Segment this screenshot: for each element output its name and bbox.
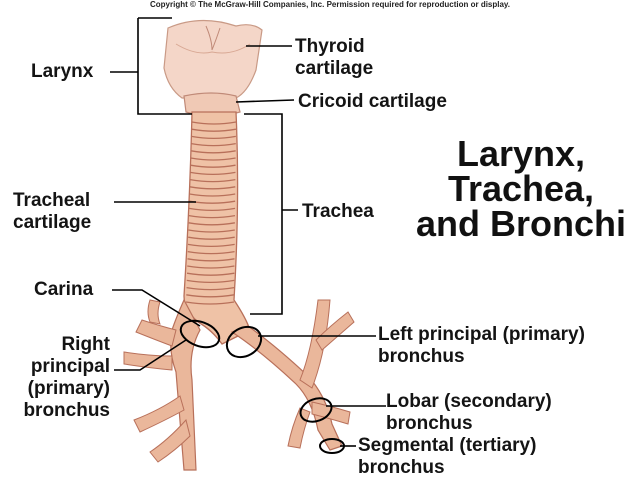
- right-apical-branch: [147, 299, 161, 325]
- trachea-bracket: [244, 113, 298, 315]
- label-left-principal-bronchus: Left principal (primary) bronchus: [378, 324, 585, 368]
- label-right-principal-bronchus: Right principal (primary) bronchus: [0, 334, 110, 422]
- tracheal-ring: [186, 286, 235, 291]
- tracheal-ring: [185, 301, 235, 305]
- tracheal-ring: [190, 171, 236, 176]
- cricoid-leader: [235, 99, 295, 103]
- left-upper-branch: [299, 299, 331, 389]
- tracheal-ring: [186, 294, 235, 298]
- tracheal-ring: [189, 178, 236, 183]
- tracheal-ring: [190, 157, 236, 161]
- label-right-principal-line4: bronchus: [23, 400, 110, 421]
- leader-lines: [110, 17, 386, 447]
- tracheal-ring: [187, 265, 235, 269]
- tracheal-ring: [189, 186, 236, 190]
- left-principal-outline: [225, 325, 263, 359]
- right-lower-branch: [133, 395, 185, 433]
- tracheal-ring: [189, 193, 236, 197]
- label-carina: Carina: [34, 279, 94, 300]
- title-line2: Trachea,: [447, 168, 595, 209]
- tracheal-ring: [191, 142, 236, 147]
- right-upper-branch: [135, 319, 177, 347]
- tracheal-ring: [191, 128, 237, 132]
- right-principal-bronchus: [170, 298, 201, 471]
- carina-leader: [112, 289, 201, 327]
- tracheal-ring: [189, 207, 236, 212]
- tracheal-ring: [188, 236, 235, 240]
- tracheal-rings: [185, 121, 237, 305]
- thyroid-notch: [205, 25, 221, 51]
- left-lobar-branch: [311, 401, 351, 425]
- larynx-bracket: [110, 17, 192, 115]
- title-line3: and Bronchi: [415, 203, 626, 244]
- label-tracheal-cartilage: Tracheal cartilage: [13, 190, 91, 234]
- copyright-notice: Copyright © The McGraw-Hill Companies, I…: [149, 0, 511, 9]
- label-tracheal-line2: cartilage: [13, 212, 92, 233]
- trachea-tube: [183, 111, 251, 345]
- thyroid-shading: [175, 43, 251, 54]
- label-segmental-line2: bronchus: [358, 457, 445, 478]
- left-principal-bronchus: [230, 325, 343, 451]
- lobar-outline: [299, 397, 333, 423]
- right-lower-branch-2: [149, 418, 191, 463]
- tracheal-ring: [190, 164, 236, 168]
- tracheal-ring: [188, 214, 236, 219]
- label-lobar-line2: bronchus: [386, 413, 473, 434]
- label-right-principal-line1: Right: [61, 334, 110, 355]
- tracheal-ring: [190, 150, 236, 154]
- left-seg-branch: [287, 407, 311, 449]
- tracheal-ring: [188, 222, 236, 226]
- tracheal-ring: [186, 272, 235, 276]
- label-thyroid-line1: Thyroid: [295, 36, 365, 57]
- label-right-principal-line3: (primary): [27, 378, 110, 399]
- tracheal-ring: [186, 279, 235, 284]
- title-line1: Larynx,: [456, 133, 586, 174]
- tracheal-ring: [187, 258, 235, 262]
- thyroid-cartilage: [163, 19, 263, 99]
- tracheal-ring: [188, 229, 235, 233]
- diagram-title: Larynx, Trachea, and Bronchi: [408, 133, 634, 244]
- label-right-principal-line2: principal: [30, 356, 110, 377]
- right-principal-leader: [114, 339, 187, 371]
- carina-outline: [179, 319, 221, 349]
- tracheal-ring: [191, 121, 237, 125]
- label-thyroid-cartilage: Thyroid cartilage: [295, 36, 373, 80]
- label-segmental-line1: Segmental (tertiary): [358, 435, 537, 456]
- label-left-principal-line2: bronchus: [378, 346, 465, 367]
- left-upper-branch-2: [315, 311, 355, 351]
- label-lobar-line1: Lobar (secondary): [386, 391, 552, 412]
- label-cricoid-cartilage: Cricoid cartilage: [298, 91, 447, 112]
- label-lobar-bronchus: Lobar (secondary) bronchus: [386, 391, 552, 435]
- label-larynx: Larynx: [31, 61, 94, 82]
- label-left-principal-line1: Left principal (primary): [378, 324, 585, 345]
- tracheal-ring: [187, 243, 235, 248]
- tracheal-ring: [187, 250, 235, 255]
- label-trachea: Trachea: [302, 201, 374, 222]
- tracheal-ring: [191, 135, 236, 140]
- label-thyroid-line2: cartilage: [295, 58, 374, 79]
- label-tracheal-line1: Tracheal: [13, 190, 91, 211]
- label-segmental-bronchus: Segmental (tertiary) bronchus: [358, 435, 536, 479]
